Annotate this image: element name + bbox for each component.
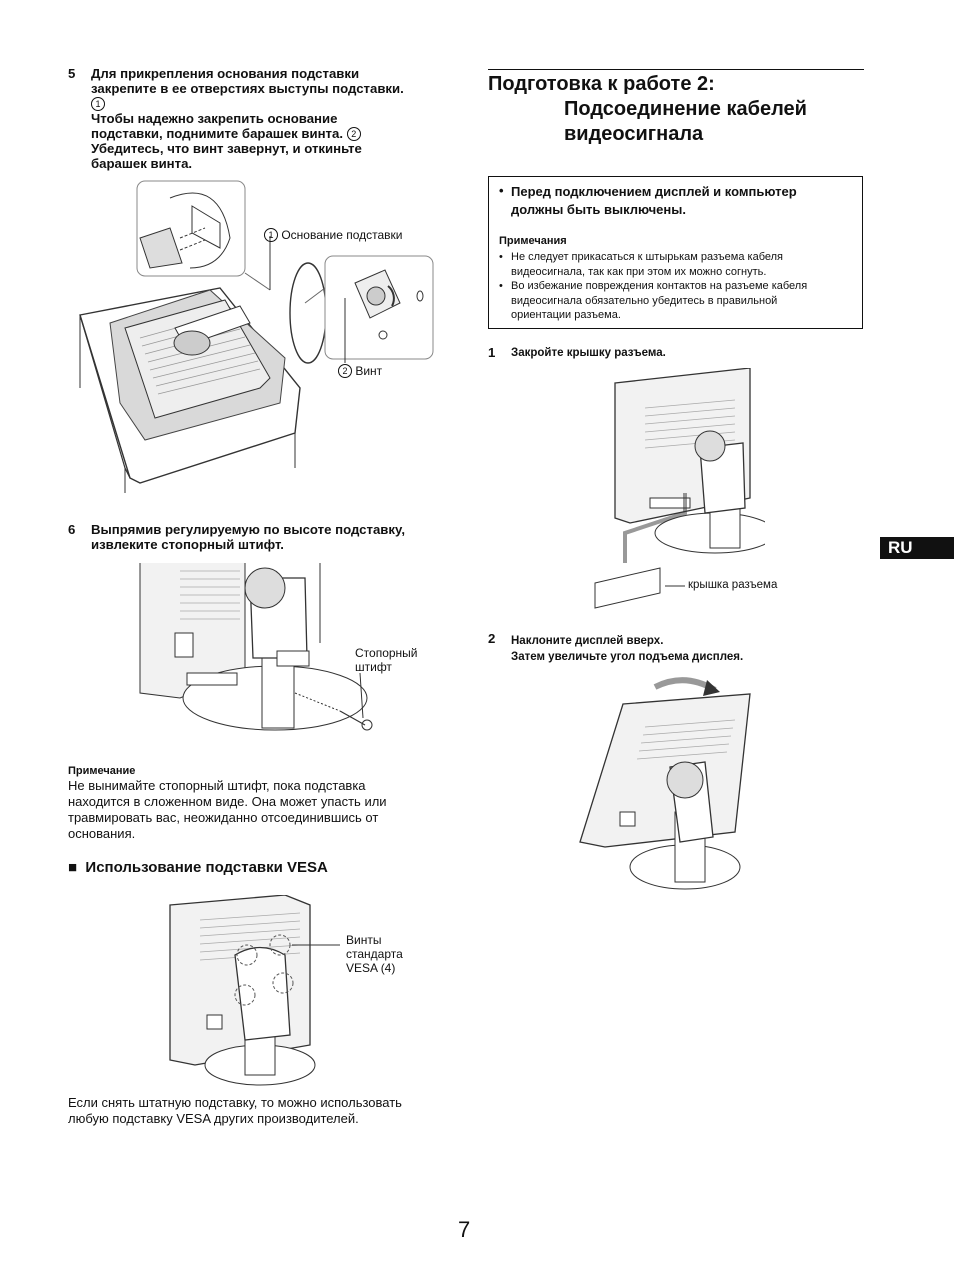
note-line: находится в сложенном виде. Она может уп… xyxy=(68,794,387,809)
step-5-line: барашек винта. xyxy=(91,156,193,171)
vesa-title: Использование подставки VESA xyxy=(85,859,328,876)
connector-cover-label: крышка разъема xyxy=(688,579,778,591)
title-line: Подсоединение кабелей xyxy=(564,98,807,120)
label-text: Основание подставки xyxy=(281,228,403,242)
lock-pin-illustration xyxy=(139,563,373,731)
note-line: видеосигнала обязательно убедитесь в пра… xyxy=(511,294,778,307)
title-line: видеосигнала xyxy=(564,123,704,145)
note-line: травмировать вас, неожиданно отсоединивш… xyxy=(68,810,379,825)
right-step-1-number: 1 xyxy=(488,345,496,360)
step-line: Наклоните дисплей вверх. xyxy=(511,635,664,647)
title-rule xyxy=(488,69,864,70)
step-6-line: извлеките стопорный штифт. xyxy=(91,537,284,552)
fig3-label: Винты стандарта VESA (4) xyxy=(346,933,403,975)
fig2-label: Стопорный штифт xyxy=(355,646,418,674)
label-text: штифт xyxy=(355,660,392,674)
label-text: Винт xyxy=(355,364,383,378)
tilt-display-illustration xyxy=(579,677,751,890)
step-5-line: Убедитесь, что винт завернут, и откиньте xyxy=(91,141,362,156)
note-heading: Примечание xyxy=(68,765,136,777)
stand-base-attach-illustration xyxy=(79,180,434,493)
circled-number: 1 xyxy=(91,97,105,111)
connector-cover-illustration xyxy=(594,368,765,609)
warning-line: Перед подключением дисплей и компьютер xyxy=(511,184,797,199)
warning-main: Перед подключением дисплей и компьютер д… xyxy=(511,183,797,219)
note-line: основания. xyxy=(68,826,136,841)
label-text: стандарта xyxy=(346,947,403,961)
square-bullet-icon: ■ xyxy=(68,859,78,876)
right-step-2-text: Наклоните дисплей вверх. Затем увеличьте… xyxy=(511,633,743,665)
vesa-section-heading: ■ Использование подставки VESA xyxy=(68,859,328,876)
label-text: Стопорный xyxy=(355,646,418,660)
note-line: Не вынимайте стопорный штифт, пока подст… xyxy=(68,778,366,793)
note-2: Во избежание повреждения контактов на ра… xyxy=(511,279,807,323)
note-line: ориентации разъема. xyxy=(511,309,621,321)
note-line: Во избежание повреждения контактов на ра… xyxy=(511,280,808,292)
label-text: VESA (4) xyxy=(346,961,396,975)
vesa-text: Если снять штатную подставку, то можно и… xyxy=(68,1095,448,1127)
step-5-line: закрепите в ее отверстиях выступы подста… xyxy=(91,81,404,96)
right-step-2-number: 2 xyxy=(488,631,496,646)
right-step-1-text: Закройте крышку разъема. xyxy=(511,347,666,359)
circled-number: 2 xyxy=(338,364,352,378)
note-text: Не вынимайте стопорный штифт, пока подст… xyxy=(68,778,448,842)
vesa-line: любую подставку VESA других производител… xyxy=(68,1111,359,1126)
note-line: Не следует прикасаться к штырькам разъем… xyxy=(511,251,783,263)
bullet-icon: • xyxy=(499,280,503,292)
step-5-line: Чтобы надежно закрепить основание xyxy=(91,111,338,126)
page-number: 7 xyxy=(458,1217,471,1242)
circled-number: 1 xyxy=(264,228,278,242)
step-6-text: Выпрямив регулируемую по высоте подставк… xyxy=(91,522,451,552)
step-line: Затем увеличьте угол подъема дисплея. xyxy=(511,651,744,663)
fig1-label-stand-base: 1 Основание подставки xyxy=(264,228,403,242)
bullet-icon: • xyxy=(499,183,504,198)
bullet-icon: • xyxy=(499,251,503,263)
fig1-label-screw: 2 Винт xyxy=(338,364,382,378)
step-5-text: Для прикрепления основания подставки зак… xyxy=(91,66,451,171)
circled-number: 2 xyxy=(346,127,361,141)
step-5-number: 5 xyxy=(68,66,76,81)
notes-heading: Примечания xyxy=(499,235,567,247)
vesa-screws-illustration xyxy=(169,895,340,1086)
note-1: Не следует прикасаться к штырькам разъем… xyxy=(511,250,783,279)
step-5-line: подставки, поднимите барашек винта. xyxy=(91,126,344,141)
section-title: Подготовка к работе 2: Подсоединение каб… xyxy=(488,72,807,147)
step-6-line: Выпрямив регулируемую по высоте подставк… xyxy=(91,522,405,537)
title-line: Подготовка к работе 2: xyxy=(488,73,715,95)
warning-line: должны быть выключены. xyxy=(511,202,686,217)
note-line: видеосигнала, так как при этом их можно … xyxy=(511,265,767,278)
vesa-line: Если снять штатную подставку, то можно и… xyxy=(68,1095,402,1110)
label-text: Винты xyxy=(346,933,382,947)
step-5-line: Для прикрепления основания подставки xyxy=(91,66,360,81)
language-tab: RU xyxy=(880,537,954,559)
warning-box: • Перед подключением дисплей и компьютер… xyxy=(488,176,863,329)
step-6-number: 6 xyxy=(68,522,76,537)
